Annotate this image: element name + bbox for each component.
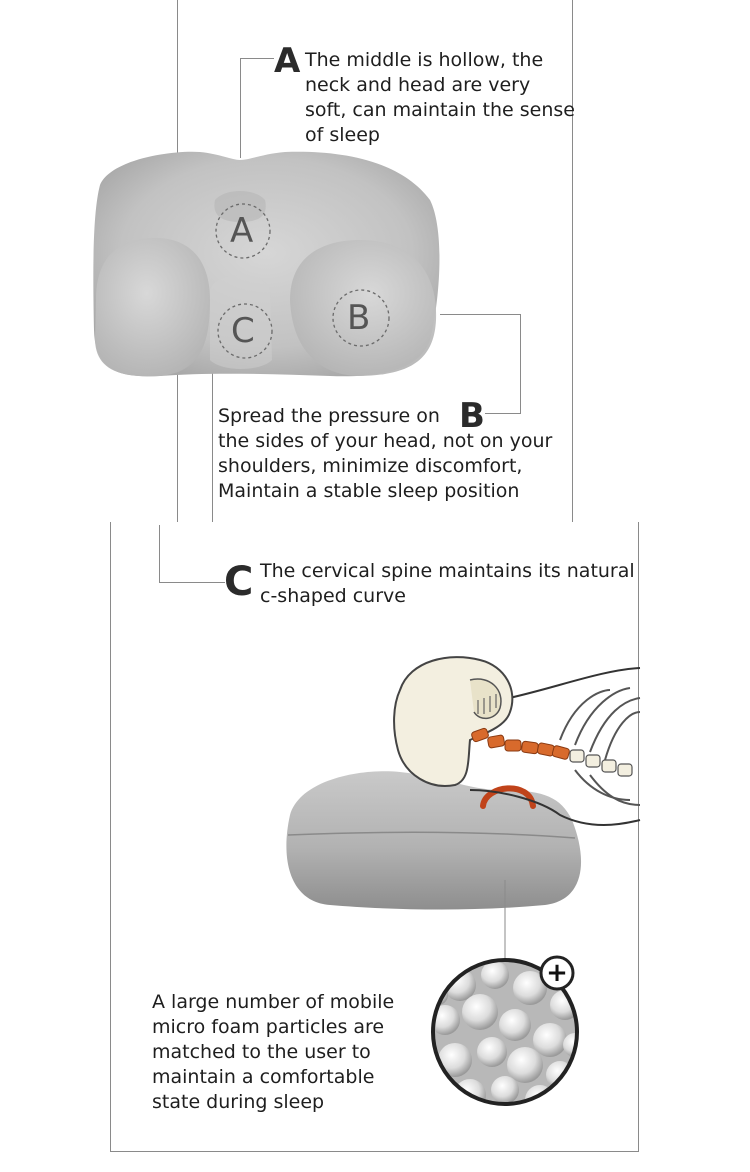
callout-a-text: The middle is hollow, the neck and head … — [305, 49, 575, 146]
connector-b-vertical — [520, 314, 521, 414]
zoom-plus-icon: + — [546, 958, 568, 988]
connector-a-vertical — [240, 58, 241, 158]
callout-a-letter: A — [274, 41, 301, 81]
callout-c-letter: C — [224, 559, 254, 605]
lower-frame-left — [110, 522, 111, 1152]
callout-b-text: Spread the pressure on the sides of your… — [218, 405, 553, 502]
connector-b-horizontal-bottom — [485, 413, 521, 414]
connector-c-vertical-upper — [212, 370, 213, 522]
pillow-zone-a-label: A — [230, 211, 254, 251]
pillow-zone-c-label: C — [231, 311, 255, 351]
foam-note-text: A large number of mobile micro foam part… — [152, 991, 395, 1113]
frame-line-right-top — [572, 0, 573, 522]
frame-line-left-lower — [177, 370, 178, 522]
connector-c-vertical — [159, 525, 160, 583]
lower-frame-right — [638, 522, 639, 1152]
frame-line-left-top — [177, 0, 178, 160]
callout-b-letter: B — [459, 396, 485, 436]
connector-c-horizontal — [159, 582, 225, 583]
connector-a-horizontal — [240, 58, 274, 59]
callout-c-text: The cervical spine maintains its natural… — [260, 560, 635, 607]
lower-frame-bottom — [110, 1151, 639, 1152]
connector-b-horizontal-top — [440, 314, 521, 315]
pillow-zone-b-label: B — [347, 298, 371, 338]
